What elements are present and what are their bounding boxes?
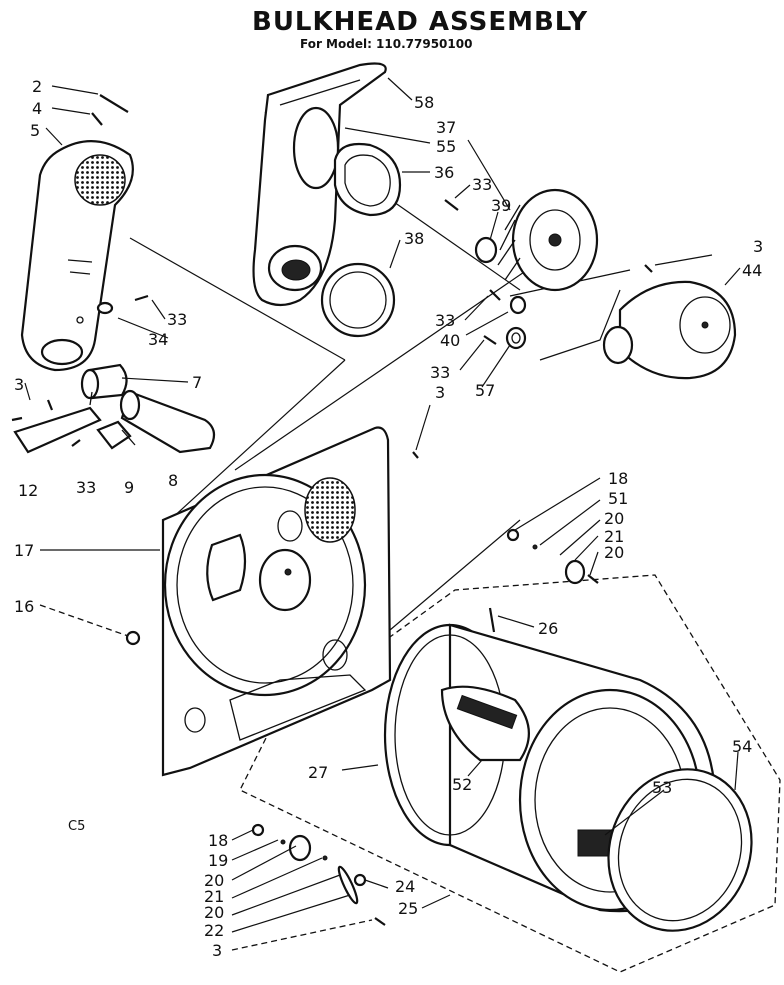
duct-assembly: [20, 140, 134, 372]
callout-27: 27: [308, 763, 328, 782]
callout-51: 51: [608, 489, 628, 508]
bearing-40: [509, 295, 527, 315]
callout-20-lower-a: 20: [204, 871, 224, 890]
screw-4: [91, 112, 103, 126]
callout-16: 16: [14, 597, 34, 616]
callout-7: 7: [192, 373, 202, 392]
roller-set-lower: [251, 823, 386, 926]
bulkhead-screen: [304, 477, 356, 543]
seal-36: [333, 142, 402, 217]
duct-screen: [74, 154, 126, 206]
callout-33-bracket: 33: [76, 478, 96, 497]
clip-34: [96, 294, 149, 315]
fan-hub-39: [474, 236, 498, 264]
callout-40: 40: [440, 331, 460, 350]
callout-52: 52: [452, 775, 472, 794]
callout-54: 54: [732, 737, 752, 756]
screws-middle-33: [412, 199, 653, 459]
callout-37: 37: [436, 118, 456, 137]
tube-8: [119, 389, 216, 454]
bracket-12: [13, 391, 102, 454]
bulkhead-vent: [206, 533, 247, 602]
blower-housing-44: [602, 280, 737, 380]
callout-12: 12: [18, 481, 38, 500]
callout-4: 4: [32, 99, 42, 118]
callout-17: 17: [14, 541, 34, 560]
callout-26: 26: [538, 619, 558, 638]
callout-20-lower-b: 20: [204, 903, 224, 922]
callout-33-top: 33: [472, 175, 492, 194]
callout-38: 38: [404, 229, 424, 248]
callout-20-upper-b: 20: [604, 543, 624, 562]
callout-55: 55: [436, 137, 456, 156]
model-number: For Model: 110.77950100: [300, 37, 472, 51]
bearing-57: [505, 326, 527, 350]
part-callouts: 2 4 5 3 12 33 9 8 7 33 34 58 37 55 36 33…: [14, 77, 763, 960]
seal-54: [607, 768, 753, 932]
drum-region-outline: [239, 574, 781, 973]
callout-39: 39: [491, 196, 511, 215]
callout-33-duct: 33: [167, 310, 187, 329]
housing-opening-upper: [292, 106, 340, 190]
callout-3-mid: 3: [435, 383, 445, 402]
switch-9: [96, 420, 136, 450]
bulkhead-17: [161, 426, 392, 777]
callout-leaders: [24, 77, 741, 951]
callout-24: 24: [395, 877, 415, 896]
callout-58: 58: [414, 93, 434, 112]
callout-9: 9: [124, 478, 134, 497]
callout-18-upper: 18: [608, 469, 628, 488]
screws-left-3: [11, 399, 81, 447]
callout-3-left: 3: [14, 375, 24, 394]
duct-outlet: [40, 338, 84, 366]
seal-38: [320, 262, 396, 338]
callout-19: 19: [208, 851, 228, 870]
callout-21-lower: 21: [204, 887, 224, 906]
callout-8: 8: [168, 471, 178, 490]
idler-roller-7: [80, 363, 128, 400]
callout-34: 34: [148, 330, 168, 349]
callout-5: 5: [30, 121, 40, 140]
callout-20-upper-a: 20: [604, 509, 624, 528]
callout-3-bottom: 3: [212, 941, 222, 960]
screw-2: [99, 94, 129, 113]
blower-wheel-37: [497, 188, 599, 292]
callout-44: 44: [742, 261, 762, 280]
corner-code: C5: [68, 819, 85, 834]
callout-33-mid: 33: [435, 311, 455, 330]
callout-25: 25: [398, 899, 418, 918]
rear-duct-housing: [252, 62, 387, 307]
callout-3-right: 3: [753, 237, 763, 256]
roller-set-upper: [488, 528, 599, 633]
diagram-title: BULKHEAD ASSEMBLY: [252, 7, 588, 37]
callout-33-lower: 33: [430, 363, 450, 382]
callout-21-upper: 21: [604, 527, 624, 546]
callout-57: 57: [475, 381, 495, 400]
washer-16: [125, 630, 141, 646]
callout-53: 53: [652, 778, 672, 797]
callout-2: 2: [32, 77, 42, 96]
callout-18-lower: 18: [208, 831, 228, 850]
callout-22: 22: [204, 921, 224, 940]
callout-36: 36: [434, 163, 454, 182]
